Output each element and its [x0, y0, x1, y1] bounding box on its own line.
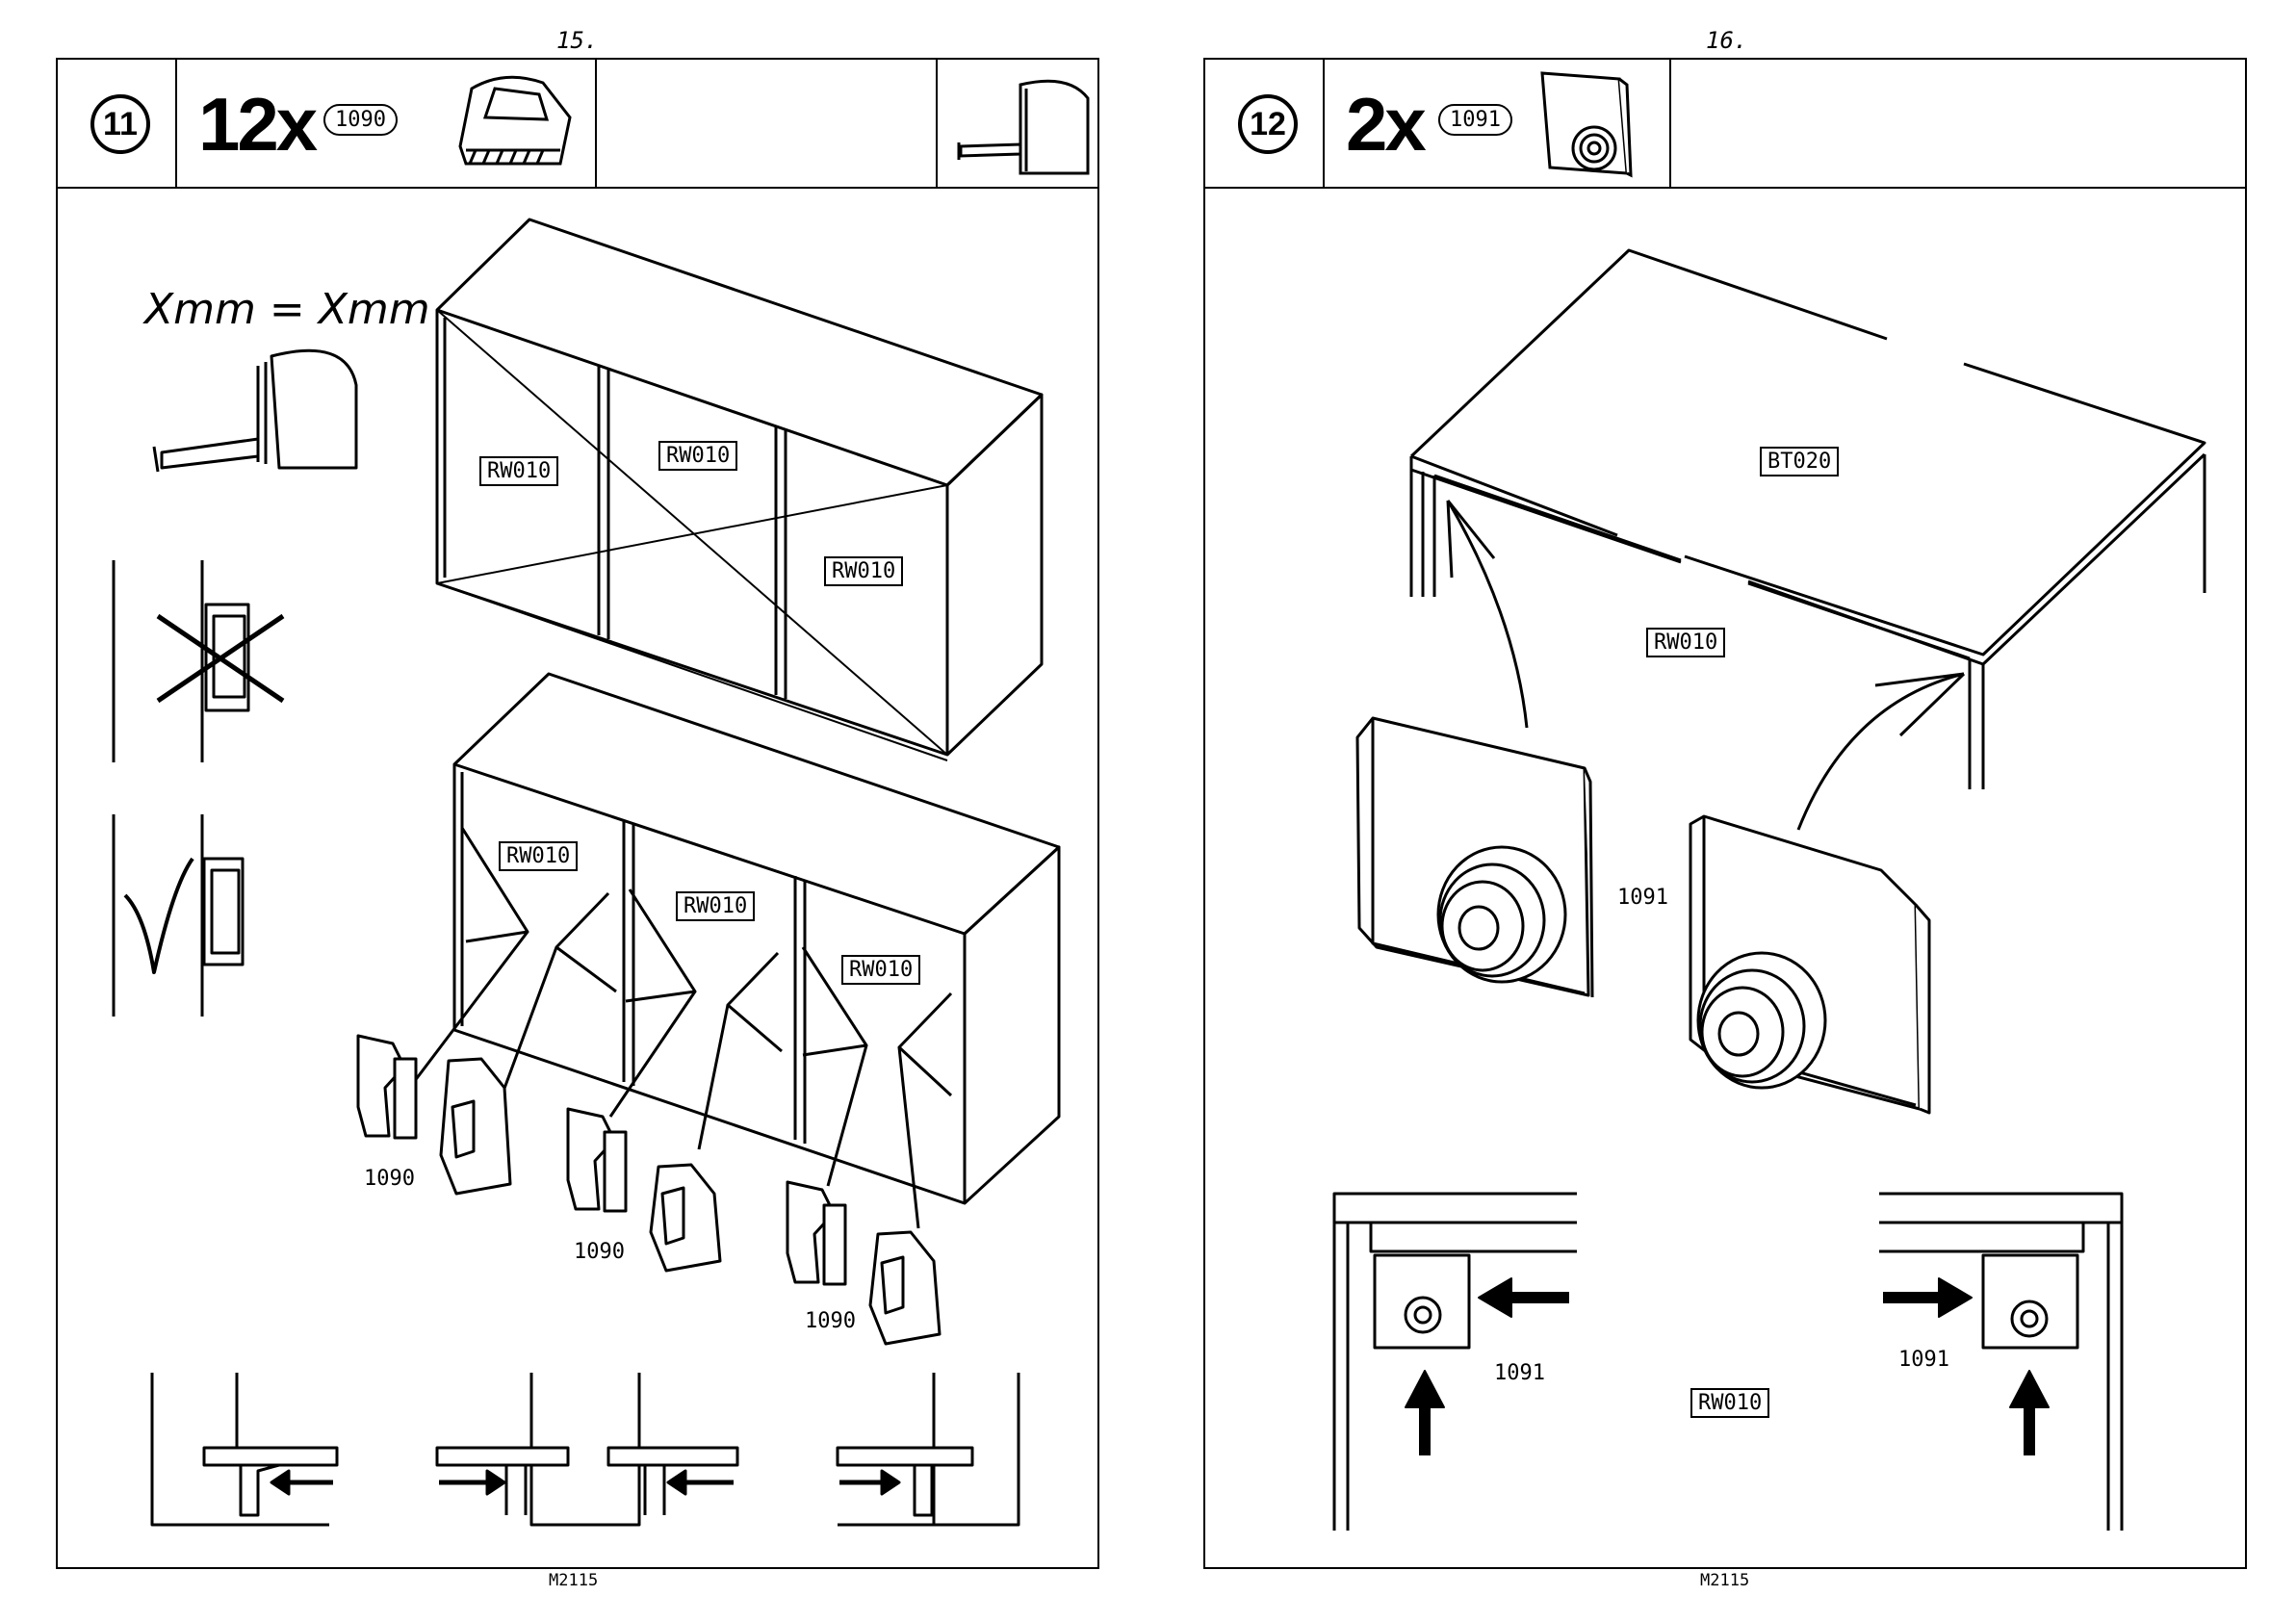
part-callout: 1091 [1898, 1348, 1949, 1372]
footer-code: M2115 [1700, 1571, 1749, 1590]
push-latch-1 [1357, 718, 1592, 997]
panel-label: RW010 [1646, 628, 1725, 657]
push-latch-2 [1690, 816, 1929, 1113]
cabinet-underside [1411, 250, 2205, 830]
panel-label: BT020 [1760, 447, 1839, 476]
part-callout: 1091 [1617, 886, 1668, 910]
panel-label: RW010 [1690, 1388, 1769, 1418]
part-callout: 1091 [1494, 1361, 1545, 1385]
latch-position-detail [1334, 1194, 2122, 1531]
